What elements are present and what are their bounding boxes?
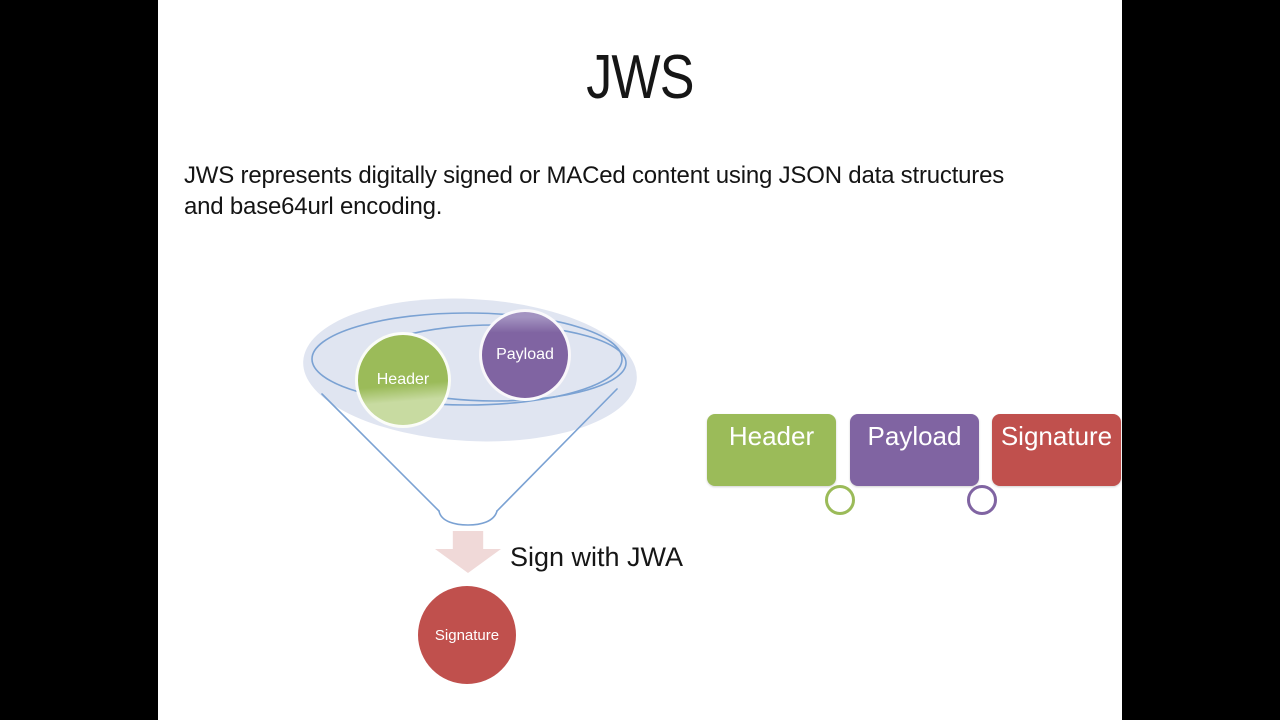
letterbox-right (1122, 0, 1280, 720)
connector-circle-purple (967, 485, 997, 515)
slide-body: JWS represents digitally signed or MACed… (184, 160, 1054, 222)
slide-body-line-1: JWS represents digitally signed or MACed… (184, 162, 1005, 189)
funnel-icon (303, 298, 637, 526)
funnel-bowl-fill (303, 298, 637, 442)
payload-circle-label: Payload (496, 346, 554, 363)
signature-circle: Signature (418, 586, 516, 684)
sequence-box-signature: Signature (992, 414, 1121, 486)
down-arrow-icon (435, 531, 501, 573)
slide-body-line-2: and base64url encoding. (184, 193, 443, 220)
header-circle-label: Header (376, 371, 430, 388)
funnel-cone-left (321, 393, 440, 512)
letterbox-left (0, 0, 158, 720)
sequence-box-header-label: Header (728, 421, 815, 451)
slide-title: JWS (158, 42, 1122, 113)
funnel-outer-rim (311, 312, 623, 406)
sequence-box-payload-label: Payload (867, 421, 962, 451)
slide: JWS JWS represents digitally signed or M… (158, 0, 1122, 720)
funnel-cone-right (496, 388, 618, 512)
sequence-box-payload: Payload (850, 414, 979, 486)
sequence-box-signature-label: Signature (1000, 421, 1113, 451)
connector-circle-green (825, 485, 855, 515)
payload-circle: Payload (479, 309, 571, 401)
header-circle: Header (355, 332, 451, 428)
slide-title-text: JWS (586, 43, 694, 112)
signature-circle-label: Signature (434, 626, 500, 644)
funnel-spout (438, 510, 498, 526)
sign-caption: Sign with JWA (510, 542, 684, 572)
sequence-box-header: Header (707, 414, 836, 486)
